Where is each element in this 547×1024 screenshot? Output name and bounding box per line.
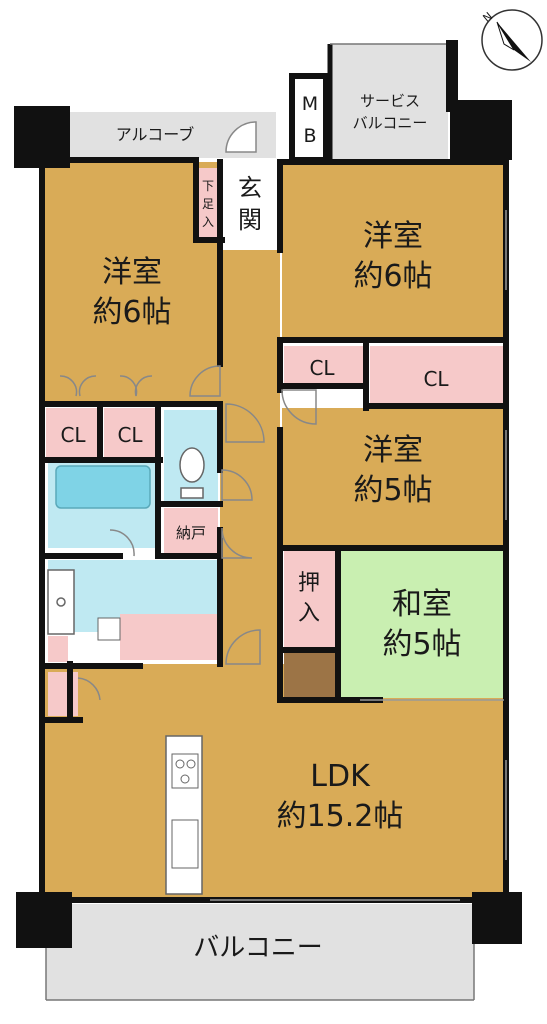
stove-icon: [171, 753, 199, 789]
shoe-storage-label-2: 足: [202, 197, 214, 211]
service-balcony-label-2: バルコニー: [353, 114, 428, 132]
storage-closet-label: 納戸: [176, 524, 206, 542]
meter-box: [289, 73, 329, 163]
closet-east-2-label: CL: [423, 367, 449, 391]
shoe-storage-label-1: 下: [202, 179, 214, 193]
door-swings: [59, 121, 317, 701]
shoe-storage-label-3: 入: [202, 215, 214, 229]
column-se: [472, 892, 522, 944]
windows: [210, 210, 507, 901]
oshiire-closet: [284, 550, 336, 648]
sink-icon: [171, 819, 199, 869]
toilet-icon: [179, 447, 205, 483]
service-balcony: [332, 44, 448, 160]
linen-closet: [48, 636, 68, 662]
closet-west-1: [46, 408, 100, 458]
washing-machine: [97, 617, 121, 641]
ldk-floor: [44, 664, 504, 900]
japanese-room-size: 約5帖: [382, 627, 461, 662]
closet-west-2: [104, 408, 156, 458]
basin-drain-icon: [56, 597, 66, 607]
main-balcony: [46, 904, 474, 1000]
alcove-label: アルコーブ: [116, 125, 195, 144]
ldk-name: LDK: [310, 759, 371, 794]
north-arrow-icon: N: [480, 9, 543, 71]
tokonoma: [284, 650, 336, 698]
western-room-b-size: 約6帖: [353, 259, 432, 294]
closet-east-1: [284, 346, 364, 386]
closet-west-2-label: CL: [117, 423, 143, 447]
closet-east-2: [370, 346, 504, 406]
bathtub: [55, 465, 151, 509]
closet-west-1-label: CL: [60, 423, 86, 447]
wash-basin: [47, 569, 75, 635]
corridor-floor: [220, 250, 280, 670]
linen-closet-2: [48, 672, 78, 716]
western-room-c-floor: [282, 408, 504, 546]
oshiire-label-1: 押: [298, 571, 320, 596]
western-room-b-name: 洋室: [363, 219, 423, 254]
storage-closet: [164, 508, 218, 554]
closet-east-1-label: CL: [309, 356, 335, 380]
western-room-a-name: 洋室: [102, 255, 162, 290]
western-room-a-size: 約6帖: [92, 295, 171, 330]
column-ne-top: [446, 40, 458, 112]
mb-label-b: B: [303, 125, 316, 147]
column-nw: [14, 106, 70, 168]
genkan-floor: [222, 164, 278, 250]
western-room-c-name: 洋室: [363, 433, 423, 468]
shoe-storage: [196, 168, 220, 238]
western-room-a-floor: [44, 162, 220, 402]
western-room-c-size: 約5帖: [353, 473, 432, 508]
genkan-label-1: 玄: [238, 174, 262, 202]
column-ne: [450, 100, 512, 160]
column-sw: [16, 892, 72, 948]
japanese-room-floor: [340, 546, 504, 698]
ldk-size: 約15.2帖: [277, 799, 404, 834]
washroom: [48, 560, 220, 614]
genkan-label-2: 関: [238, 206, 262, 234]
washroom-storage: [120, 614, 218, 660]
service-balcony-label-1: サービス: [360, 92, 420, 110]
mb-label-m: M: [302, 93, 318, 115]
oshiire-label-2: 入: [298, 601, 320, 626]
balcony-label: バルコニー: [193, 933, 322, 963]
western-room-b-floor: [282, 164, 504, 340]
japanese-room-name: 和室: [392, 587, 452, 622]
